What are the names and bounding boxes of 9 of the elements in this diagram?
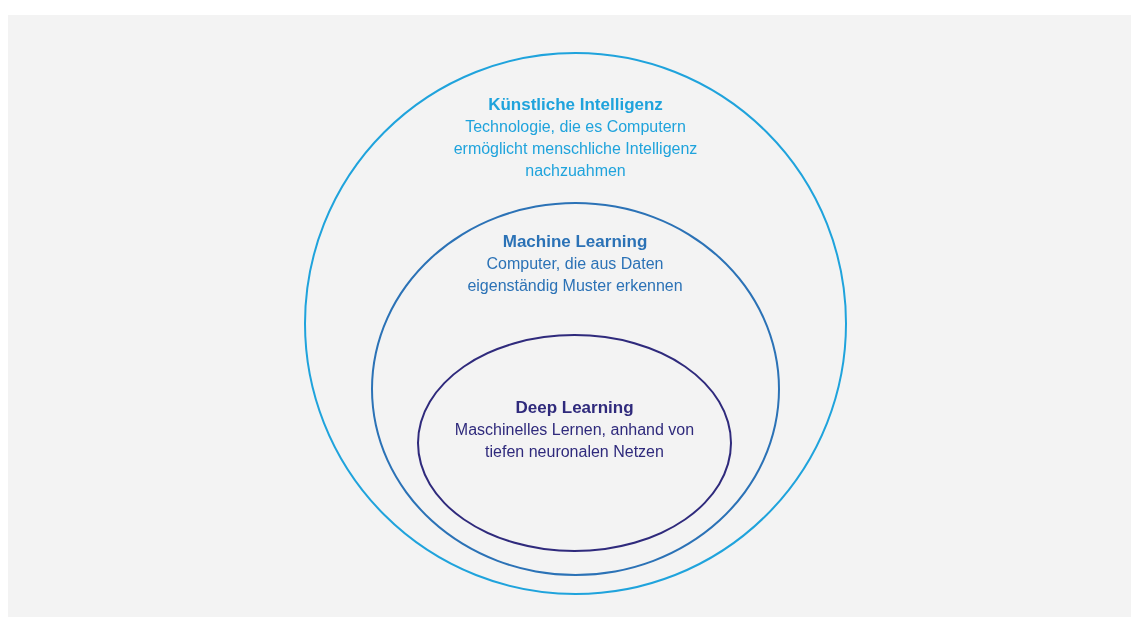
node-description: Maschinelles Lernen, anhand von tiefen neuronalen Netzen — [453, 420, 696, 462]
ellipse-node — [370, 201, 780, 576]
node-description: Computer, die aus Daten eigenständig Muster erkennen — [466, 253, 684, 296]
ellipse-node — [304, 52, 847, 595]
node-description: Technologie, die es Computern ermöglicht menschliche Intelligenz nachzuahmen — [452, 117, 699, 181]
node-title: Künstliche Intelligenz — [488, 94, 663, 116]
node-title: Deep Learning — [515, 397, 634, 419]
ellipse-node — [417, 334, 732, 552]
node-title: Machine Learning — [502, 230, 648, 253]
